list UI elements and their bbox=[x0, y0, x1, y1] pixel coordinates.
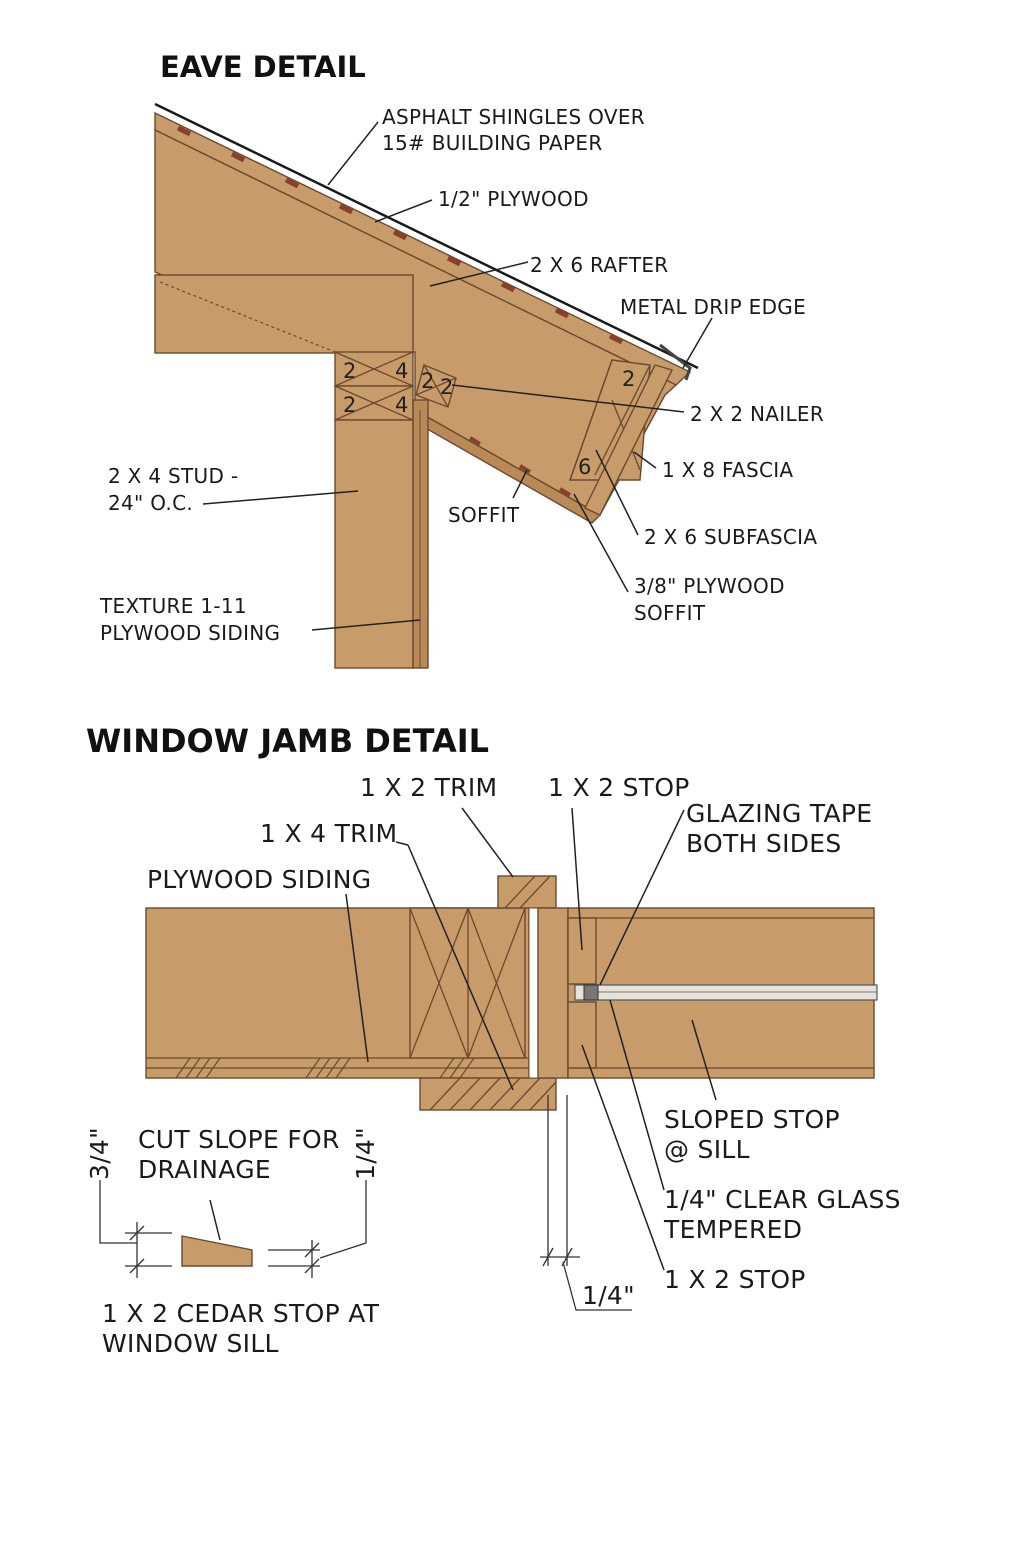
label-glass: 1/4" CLEAR GLASS bbox=[664, 1185, 901, 1214]
plate-number: 2 bbox=[343, 393, 356, 417]
label-subfascia: 2 X 6 SUBFASCIA bbox=[644, 525, 817, 549]
plate-number: 2 bbox=[343, 359, 356, 383]
label-sloped-stop: @ SILL bbox=[664, 1135, 750, 1164]
nailer-number: 2 bbox=[440, 375, 453, 399]
stop-bottom bbox=[567, 1001, 597, 1069]
label-trim-1x4: 1 X 4 TRIM bbox=[260, 819, 397, 848]
label-cut-slope: DRAINAGE bbox=[138, 1155, 271, 1184]
shingle-courses bbox=[176, 125, 624, 345]
sill-dimensions bbox=[99, 1180, 367, 1278]
dim-three-quarter: 3/4" bbox=[85, 1127, 114, 1180]
cedar-stop-profile bbox=[181, 1235, 253, 1267]
label-siding: TEXTURE 1-11 bbox=[99, 594, 247, 618]
label-stud: 24" O.C. bbox=[108, 491, 193, 515]
label-plywood: 1/2" PLYWOOD bbox=[438, 187, 589, 211]
trim-1x4 bbox=[419, 1077, 557, 1111]
trim-1x2 bbox=[497, 875, 557, 909]
stud-cross bbox=[409, 907, 526, 1059]
label-rafter: 2 X 6 RAFTER bbox=[530, 253, 669, 277]
trim-1x4-hatch bbox=[429, 1077, 557, 1111]
label-dim-quarter: 1/4" bbox=[582, 1281, 635, 1310]
trim-1x2-hatch bbox=[504, 875, 551, 909]
label-trim-1x2: 1 X 2 TRIM bbox=[360, 773, 497, 802]
label-shingles: ASPHALT SHINGLES OVER bbox=[382, 105, 645, 129]
stop-top bbox=[567, 917, 597, 985]
eave-detail-title: EAVE DETAIL bbox=[160, 50, 366, 84]
label-glass: TEMPERED bbox=[663, 1215, 802, 1244]
dim-one-quarter: 1/4" bbox=[351, 1127, 380, 1180]
label-cut-slope: CUT SLOPE FOR bbox=[138, 1125, 340, 1154]
label-fascia: 1 X 8 FASCIA bbox=[662, 458, 793, 482]
jamb-leaders bbox=[345, 807, 717, 1311]
jamb-gap bbox=[528, 907, 539, 1079]
wall-stud bbox=[334, 419, 414, 669]
label-soffit-plywood: 3/8" PLYWOOD bbox=[634, 574, 785, 598]
label-siding: PLYWOOD SIDING bbox=[100, 621, 280, 645]
label-cedar-stop: 1 X 2 CEDAR STOP AT bbox=[102, 1299, 380, 1328]
window-jamb-detail: WINDOW JAMB DETAIL bbox=[86, 722, 901, 1311]
hidden-line bbox=[159, 281, 336, 353]
label-soffit-plywood: SOFFIT bbox=[634, 601, 706, 625]
eave-detail: EAVE DETAIL bbox=[99, 50, 824, 669]
label-glazing-tape: GLAZING TAPE bbox=[686, 799, 872, 828]
top-plate-cross bbox=[334, 351, 414, 421]
label-glazing-tape: BOTH SIDES bbox=[686, 829, 842, 858]
soffit-hatch bbox=[468, 436, 572, 497]
sill-stop-detail: 3/4" 1/4" CUT SLOPE FOR DRAINAGE 1 X 2 C… bbox=[85, 1125, 380, 1358]
label-sloped-stop: SLOPED STOP bbox=[664, 1105, 840, 1134]
siding-hatch bbox=[175, 1057, 475, 1079]
subfascia-number: 6 bbox=[578, 455, 591, 479]
label-nailer: 2 X 2 NAILER bbox=[690, 402, 824, 426]
nailer-cross bbox=[415, 377, 457, 396]
glazing-tape bbox=[583, 984, 599, 1001]
nailer-number: 2 bbox=[421, 369, 434, 393]
window-jamb-title: WINDOW JAMB DETAIL bbox=[86, 722, 489, 760]
label-stud: 2 X 4 STUD - bbox=[108, 464, 238, 488]
shingle-surface bbox=[154, 102, 699, 370]
eave-leaders bbox=[202, 121, 713, 631]
fascia-board bbox=[584, 364, 673, 516]
label-soffit: SOFFIT bbox=[448, 503, 520, 527]
subfascia-number: 2 bbox=[622, 367, 635, 391]
plate-number: 4 bbox=[395, 393, 408, 417]
metal-drip-edge bbox=[659, 343, 692, 381]
ceiling-joist bbox=[154, 274, 414, 354]
plate-number: 4 bbox=[395, 359, 408, 383]
label-cedar-stop: WINDOW SILL bbox=[102, 1329, 279, 1358]
label-drip-edge: METAL DRIP EDGE bbox=[620, 295, 806, 319]
label-shingles: 15# BUILDING PAPER bbox=[382, 131, 603, 155]
jamb-board bbox=[537, 907, 569, 1079]
label-plywood-siding: PLYWOOD SIDING bbox=[147, 865, 371, 894]
label-stop-bottom: 1 X 2 STOP bbox=[664, 1265, 806, 1294]
label-stop-top: 1 X 2 STOP bbox=[548, 773, 690, 802]
